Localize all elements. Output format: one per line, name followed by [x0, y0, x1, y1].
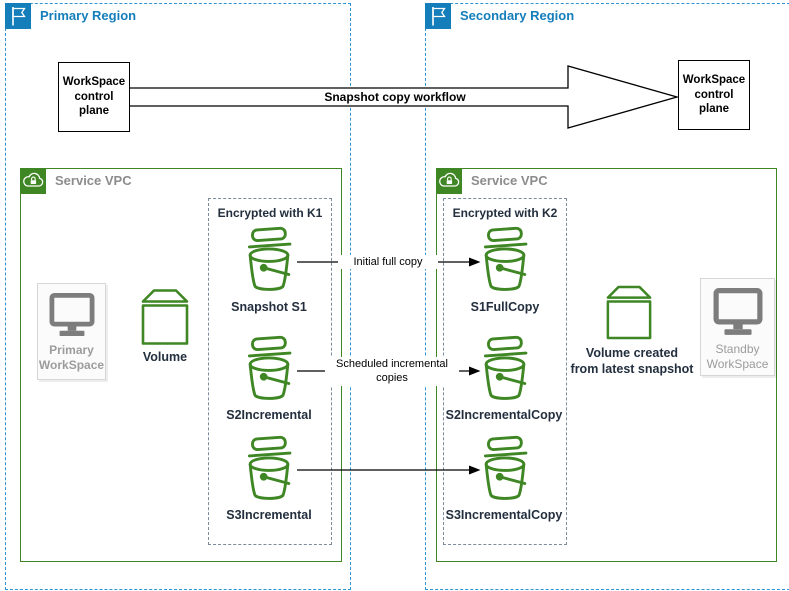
- s3-bucket-icon: [476, 226, 534, 296]
- standby-workspace-card: Standby WorkSpace: [700, 278, 775, 376]
- region-flag-icon: [5, 3, 31, 29]
- vpc-cloud-lock-icon: [436, 168, 462, 194]
- s3-incrementalcopy-label: S3IncrementalCopy: [445, 508, 563, 522]
- standby-workspace-label: Standby WorkSpace: [706, 342, 769, 371]
- region-flag-icon: [425, 3, 451, 29]
- secondary-region-box: Secondary Region: [425, 3, 789, 590]
- primary-workspace-card: Primary WorkSpace: [37, 283, 106, 380]
- s3-bucket-icon: [476, 435, 534, 505]
- snapshot-copy-workflow-label: Snapshot copy workflow: [324, 90, 466, 104]
- primary-workspace-label: Primary WorkSpace: [38, 343, 105, 372]
- encrypted-box-title: Encrypted with K1: [217, 206, 323, 220]
- vpc-cloud-lock-icon: [20, 168, 46, 194]
- volume-created-label: Volume created from latest snapshot: [570, 346, 694, 376]
- s3-bucket-icon: [240, 226, 298, 296]
- s1-fullcopy-label: S1FullCopy: [470, 300, 540, 314]
- s3-incremental-label: S3Incremental: [226, 508, 312, 522]
- secondary-vpc-title: Service VPC: [471, 173, 548, 188]
- primary-vpc-header: Service VPC: [20, 168, 132, 194]
- s3-bucket-icon: [240, 335, 298, 405]
- secondary-vpc-header: Service VPC: [436, 168, 548, 194]
- initial-full-copy-label: Initial full copy: [338, 255, 438, 270]
- primary-region-title: Primary Region: [40, 8, 137, 23]
- secondary-workspace-control-plane: WorkSpace control plane: [678, 60, 750, 130]
- s2-incrementalcopy-label: S2IncrementalCopy: [445, 408, 563, 422]
- secondary-region-header: Secondary Region: [425, 3, 574, 29]
- primary-vpc-title: Service VPC: [55, 173, 132, 188]
- volume-icon: [605, 284, 653, 341]
- workspace-monitor-icon: [49, 293, 95, 337]
- volume-label: Volume: [142, 350, 188, 364]
- s2-incremental-label: S2Incremental: [226, 408, 312, 422]
- primary-region-header: Primary Region: [5, 3, 136, 29]
- volume-icon: [140, 288, 190, 346]
- secondary-region-title: Secondary Region: [460, 8, 575, 23]
- primary-region-box: Primary Region: [5, 3, 351, 590]
- primary-workspace-control-plane: WorkSpace control plane: [58, 62, 130, 132]
- workspace-monitor-icon: [713, 288, 763, 336]
- s3-bucket-icon: [476, 335, 534, 405]
- s3-bucket-icon: [240, 435, 298, 505]
- encrypted-box-title: Encrypted with K2: [452, 206, 558, 220]
- snapshot-s1-label: Snapshot S1: [231, 300, 307, 314]
- scheduled-incremental-copies-label: Scheduled incremental copies: [325, 357, 459, 386]
